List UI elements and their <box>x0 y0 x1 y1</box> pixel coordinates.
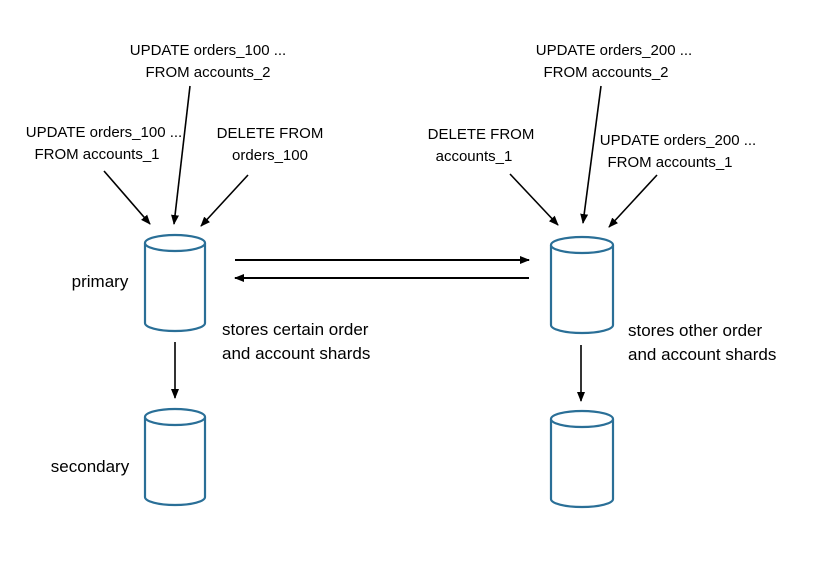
left-top-query-line1: UPDATE orders_100 ... <box>130 42 286 59</box>
right-secondary-database-icon <box>549 409 615 509</box>
left-note-line1: stores certain order <box>222 320 369 339</box>
arrow-right-left-query <box>509 173 559 226</box>
arrow-right-top-query <box>580 85 602 224</box>
left-right-query-line2: orders_100 <box>232 147 308 164</box>
secondary-label: secondary <box>51 457 130 476</box>
right-left-query-line1: DELETE FROM <box>428 126 535 143</box>
right-top-query-line2: FROM accounts_2 <box>543 64 668 81</box>
left-right-query-line1: DELETE FROM <box>217 125 324 142</box>
right-right-query-line2: FROM accounts_1 <box>607 154 732 171</box>
left-primary-database-icon <box>143 233 207 333</box>
left-left-query-line1: UPDATE orders_100 ... <box>26 124 182 141</box>
left-secondary-database-icon <box>143 407 207 507</box>
arrow-left-top-query <box>171 85 191 225</box>
left-left-query-line2: FROM accounts_1 <box>34 146 159 163</box>
right-note-line2: and account shards <box>628 345 776 364</box>
left-note-line2: and account shards <box>222 344 370 363</box>
right-left-query-line2: accounts_1 <box>436 148 513 165</box>
primary-label: primary <box>72 272 129 291</box>
arrow-right-right-query <box>608 174 658 228</box>
right-primary-database-icon <box>549 235 615 335</box>
arrow-left-left-query <box>103 170 151 225</box>
left-top-query-line2: FROM accounts_2 <box>145 64 270 81</box>
right-right-query-line1: UPDATE orders_200 ... <box>600 132 756 149</box>
right-note-line1: stores other order <box>628 321 763 340</box>
right-top-query-line1: UPDATE orders_200 ... <box>536 42 692 59</box>
arrow-left-right-query <box>200 174 249 227</box>
